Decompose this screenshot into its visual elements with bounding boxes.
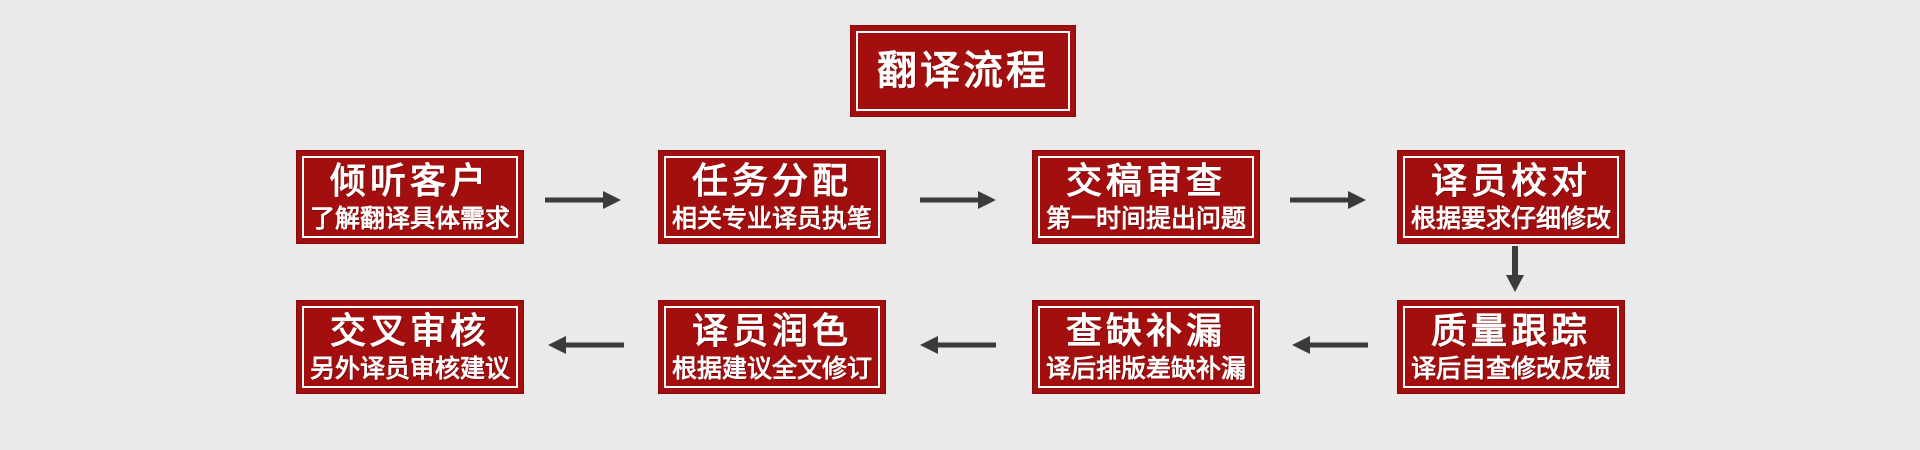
step-title: 交叉审核 <box>329 310 490 352</box>
step-translator-proofread: 译员校对 根据要求仔细修改 <box>1397 150 1625 244</box>
flow-title-frame: 翻译流程 <box>856 31 1070 111</box>
step-title: 质量跟踪 <box>1430 310 1591 352</box>
step-frame: 倾听客户 了解翻译具体需求 <box>302 156 518 238</box>
step-frame: 译员校对 根据要求仔细修改 <box>1403 156 1619 238</box>
step-title: 倾听客户 <box>329 160 490 202</box>
step-gap-filling: 查缺补漏 译后排版差缺补漏 <box>1032 300 1260 394</box>
step-subtitle: 了解翻译具体需求 <box>309 204 510 233</box>
step-quality-tracking: 质量跟踪 译后自查修改反馈 <box>1397 300 1625 394</box>
step-frame: 任务分配 相关专业译员执笔 <box>664 156 880 238</box>
flow-title-label: 翻译流程 <box>877 49 1049 93</box>
flow-title-box: 翻译流程 <box>850 25 1076 117</box>
step-subtitle: 译后排版差缺补漏 <box>1045 354 1246 383</box>
step-frame: 译员润色 根据建议全文修订 <box>664 306 880 388</box>
arrow-left-icon <box>1292 335 1368 355</box>
step-frame: 交叉审核 另外译员审核建议 <box>302 306 518 388</box>
step-frame: 质量跟踪 译后自查修改反馈 <box>1403 306 1619 388</box>
step-draft-review: 交稿审查 第一时间提出问题 <box>1032 150 1260 244</box>
step-subtitle: 译后自查修改反馈 <box>1410 354 1611 383</box>
step-title: 任务分配 <box>691 160 852 202</box>
arrow-down-icon <box>1506 246 1524 292</box>
step-title: 译员润色 <box>691 310 852 352</box>
arrow-left-icon <box>920 335 996 355</box>
arrow-right-icon <box>545 190 621 210</box>
step-subtitle: 根据要求仔细修改 <box>1410 204 1611 233</box>
step-title: 查缺补漏 <box>1065 310 1226 352</box>
step-cross-review: 交叉审核 另外译员审核建议 <box>296 300 524 394</box>
step-title: 交稿审查 <box>1065 160 1226 202</box>
step-task-assignment: 任务分配 相关专业译员执笔 <box>658 150 886 244</box>
step-subtitle: 另外译员审核建议 <box>309 354 510 383</box>
step-frame: 查缺补漏 译后排版差缺补漏 <box>1038 306 1254 388</box>
step-translator-polish: 译员润色 根据建议全文修订 <box>658 300 886 394</box>
step-listen-customer: 倾听客户 了解翻译具体需求 <box>296 150 524 244</box>
step-frame: 交稿审查 第一时间提出问题 <box>1038 156 1254 238</box>
arrow-right-icon <box>1290 190 1366 210</box>
step-subtitle: 相关专业译员执笔 <box>671 204 872 233</box>
step-title: 译员校对 <box>1430 160 1591 202</box>
arrow-left-icon <box>548 335 624 355</box>
step-subtitle: 第一时间提出问题 <box>1045 204 1246 233</box>
arrow-right-icon <box>920 190 996 210</box>
step-subtitle: 根据建议全文修订 <box>671 354 872 383</box>
